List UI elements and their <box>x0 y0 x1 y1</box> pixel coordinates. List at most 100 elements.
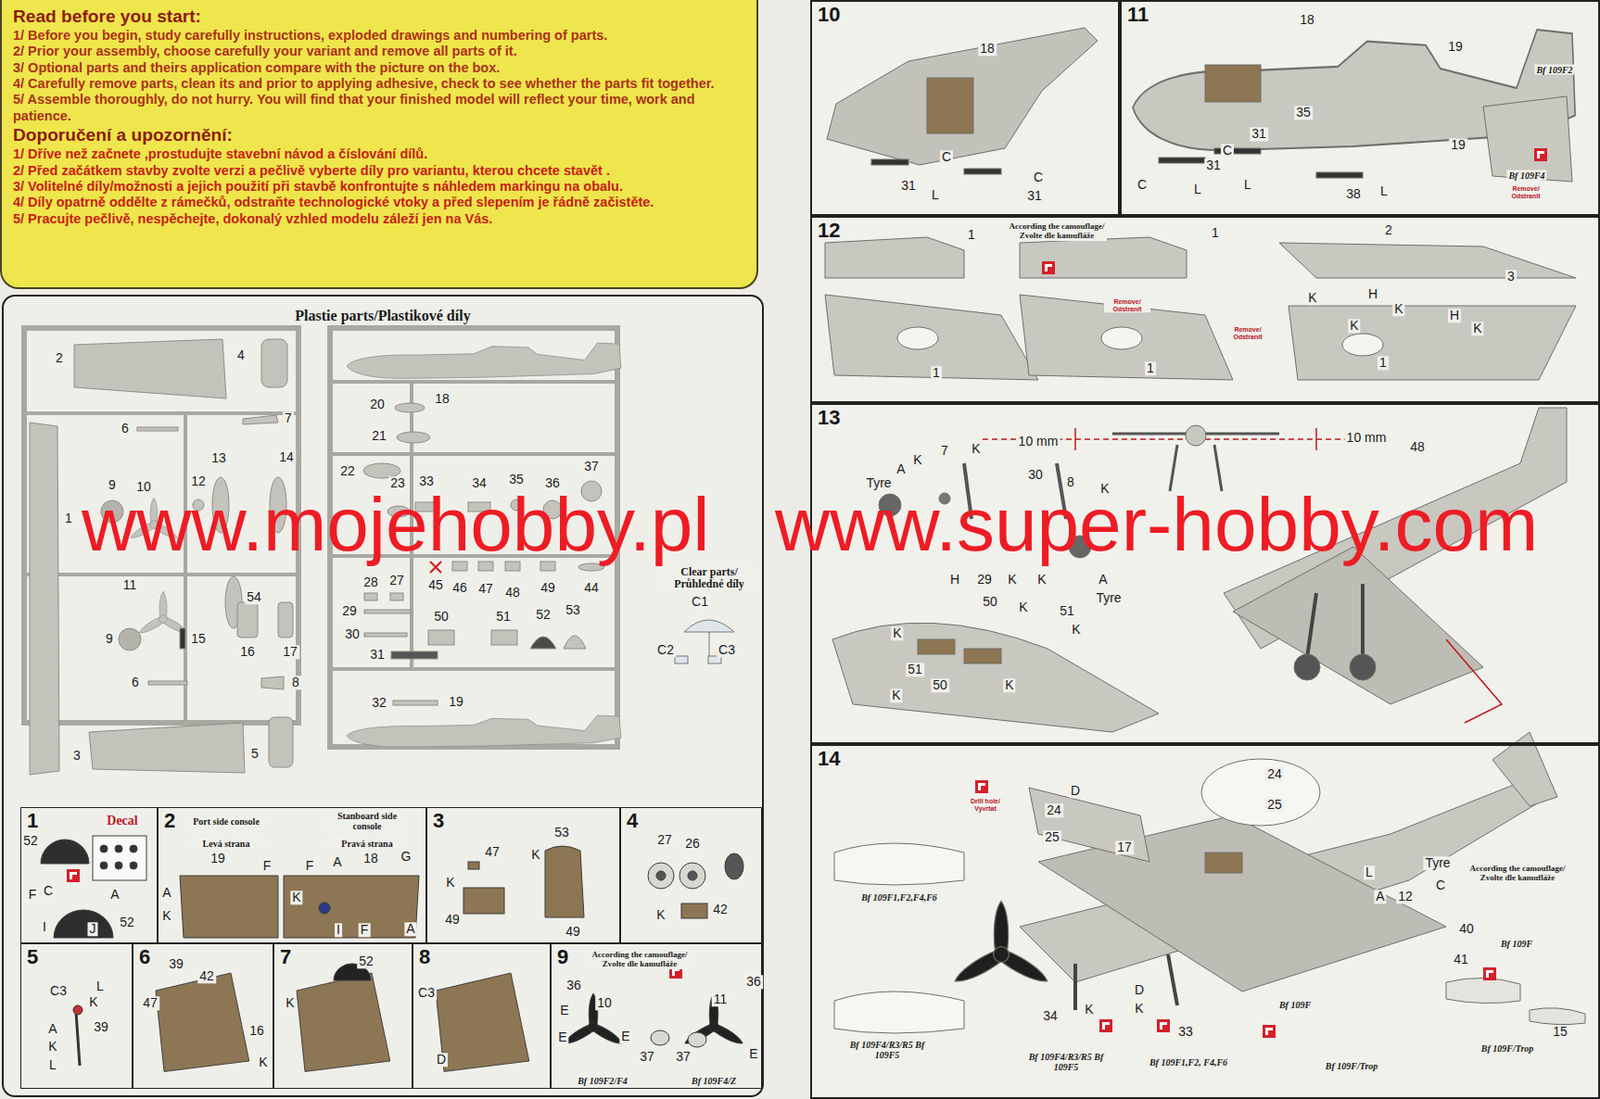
step-number: 10 <box>812 1 846 27</box>
callout-number: E <box>556 1030 569 1045</box>
step-artwork-right <box>1483 967 1497 981</box>
callout-number: A <box>894 462 907 477</box>
variant-label: Bf 109F4/R3/R5 Bf 109F5 <box>845 1040 929 1061</box>
callout-number: L <box>929 188 941 203</box>
callout-number: 1 <box>63 511 75 526</box>
step-artwork-left <box>283 876 420 939</box>
step-number: 9 <box>551 944 574 970</box>
callout-number: 2 <box>1383 223 1395 238</box>
callout-number: K <box>1016 600 1029 615</box>
callout-number: 50 <box>431 609 451 624</box>
step-artwork-left <box>100 845 108 853</box>
callout-number: 54 <box>244 590 264 605</box>
callout-number: 1 <box>1377 355 1389 370</box>
callout-number: K <box>290 890 303 905</box>
notice-line: 4/ Díly opatrně oddělte z rámečků, odstr… <box>12 194 744 211</box>
camouflage-note: According the camouflage/ Zvolte dle kam… <box>589 951 690 970</box>
console-caption: Levá strana <box>185 838 267 850</box>
callout-number: A <box>1373 889 1386 904</box>
step-artwork-right <box>1349 654 1376 681</box>
callout-number: K <box>890 626 903 641</box>
callout-number: 19 <box>1448 138 1468 153</box>
variant-label: Bf 109F <box>1498 939 1535 950</box>
sprue-b <box>394 403 425 413</box>
callout-number: 52 <box>533 608 553 623</box>
step-panel-r: 10 <box>810 0 1120 216</box>
callout-number: K <box>256 1055 269 1070</box>
callout-number: J <box>88 922 99 937</box>
step-artwork-left <box>647 863 674 889</box>
warning-note: Remove/ Odstranit <box>1104 298 1151 313</box>
step-artwork-right <box>1019 294 1233 381</box>
callout-number: 4 <box>235 348 247 363</box>
callout-number: 49 <box>563 925 583 940</box>
callout-number: 19 <box>208 851 228 866</box>
callout-number: K <box>283 996 296 1011</box>
clear-parts <box>674 656 688 664</box>
callout-number: 52 <box>21 834 40 849</box>
watermark: www.super-hobby.com <box>774 486 1538 563</box>
callout-number: 1 <box>965 228 978 242</box>
callout-number: 5 <box>249 747 261 762</box>
callout-number: 1 <box>930 366 942 381</box>
callout-number: 48 <box>1408 440 1427 455</box>
callout-number: C3 <box>416 986 437 1001</box>
callout-number: F <box>358 923 371 938</box>
step-artwork-right <box>1232 546 1484 705</box>
callout-number: 22 <box>338 464 357 479</box>
variant-label: Bf 109F1,F2, F4,F6 <box>1146 1057 1231 1068</box>
callout-number: C <box>1434 878 1448 893</box>
callout-number: F <box>261 859 274 874</box>
callout-number: E <box>619 1029 632 1044</box>
callout-number: 19 <box>446 695 466 710</box>
sprue-b <box>430 561 442 573</box>
callout-number: 42 <box>711 902 730 917</box>
callout-number: H <box>1366 287 1380 302</box>
notice-line: 1/ Dříve než začnete ,prostudujte staveb… <box>12 146 744 163</box>
callout-number: 30 <box>342 627 362 642</box>
notice-line: 2/ Před začátkem stavby zvolte verzi a p… <box>12 163 744 179</box>
callout-number: 47 <box>482 845 502 860</box>
step-artwork-right <box>1294 654 1321 681</box>
callout-number: 21 <box>369 429 389 444</box>
callout-number: C <box>939 150 953 165</box>
callout-number: K <box>911 453 924 468</box>
callout-number: 32 <box>369 696 389 711</box>
callout-number: A <box>46 1022 59 1037</box>
callout-number: K <box>1005 572 1018 587</box>
callout-number: F <box>304 859 317 874</box>
sprue-a <box>268 717 293 768</box>
sprue-a <box>242 415 279 425</box>
callout-number: 13 <box>209 451 229 466</box>
callout-number: H <box>1447 308 1461 323</box>
callout-number: C3 <box>48 984 69 999</box>
variant-label: Bf 109F <box>1277 1000 1313 1011</box>
callout-number: 6 <box>129 675 141 690</box>
callout-number: 15 <box>189 632 208 647</box>
step-number: 6 <box>133 944 156 970</box>
callout-number: K <box>1082 1003 1095 1017</box>
callout-number: K <box>529 848 542 863</box>
callout-number: 50 <box>980 595 1000 610</box>
step-artwork-right <box>834 991 965 1034</box>
step-number: 1 <box>21 808 44 834</box>
callout-number: 11 <box>121 578 140 593</box>
callout-number: 24 <box>1044 803 1064 818</box>
warning-note: Drill hole/ Vyvrtat <box>962 798 1009 813</box>
clear-parts-caption: Clear parts/ Průhledné díly <box>659 566 760 591</box>
callout-number: Tyre <box>1093 591 1123 606</box>
callout-number: 2 <box>53 351 65 366</box>
step-artwork-right <box>1342 333 1384 356</box>
step-artwork-right <box>1307 584 1363 659</box>
sprue-b <box>578 563 605 572</box>
callout-number: 29 <box>975 572 994 587</box>
step-artwork-right <box>1169 444 1222 492</box>
callout-number: G <box>399 850 414 864</box>
callout-number: 8 <box>290 675 302 690</box>
step-artwork-right <box>1446 639 1502 724</box>
step-artwork-left <box>53 910 114 939</box>
callout-number: K <box>46 1040 59 1054</box>
callout-number: 29 <box>340 604 359 619</box>
panel-title: Plastie parts/Plastikové díly <box>3 307 762 325</box>
callout-number: 25 <box>1042 830 1062 845</box>
